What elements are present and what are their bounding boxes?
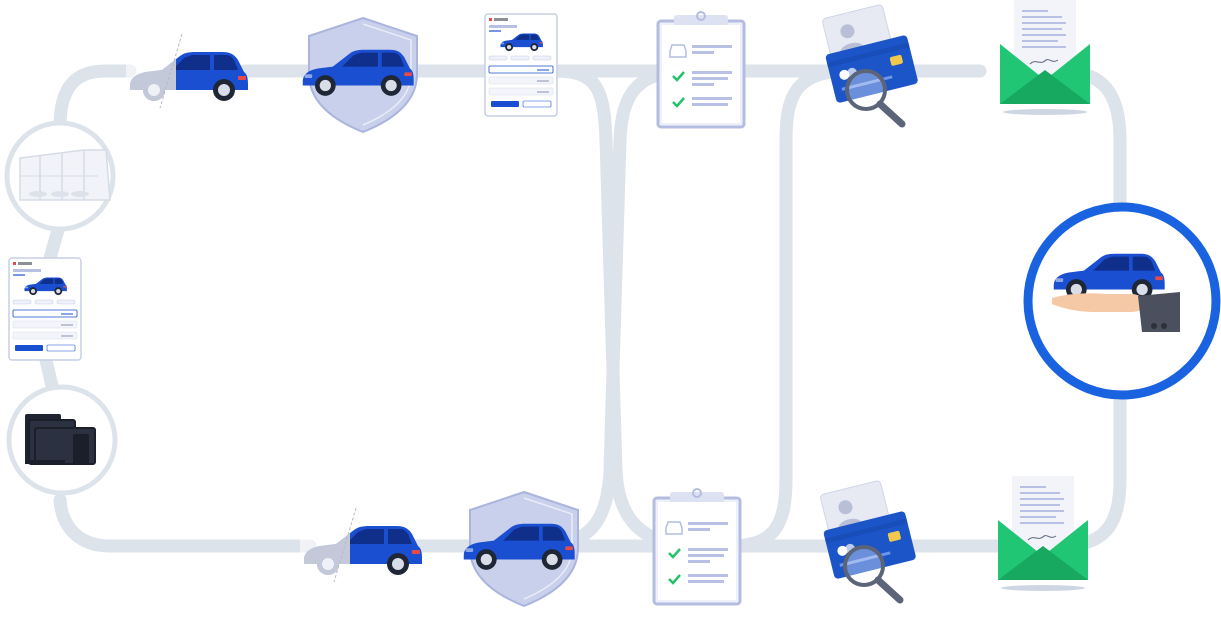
checklist-top bbox=[656, 10, 746, 129]
website-form-icon bbox=[9, 258, 81, 360]
shield-car-icon bbox=[464, 492, 578, 606]
credit-check-bottom bbox=[820, 480, 917, 600]
car-configurator-icon bbox=[126, 34, 248, 108]
envelope-contract-icon bbox=[999, 0, 1091, 116]
insurance-bottom bbox=[464, 492, 578, 606]
website-form-node bbox=[9, 258, 81, 360]
car-configurator-bottom bbox=[300, 508, 422, 582]
clipboard-checklist-icon bbox=[656, 10, 746, 129]
dealership-building-icon bbox=[19, 149, 111, 201]
clipboard-checklist-icon bbox=[652, 487, 742, 606]
shield-car-icon bbox=[303, 18, 417, 132]
car-configurator-top bbox=[126, 34, 248, 108]
credit-check-top bbox=[822, 4, 919, 124]
handover-node bbox=[1023, 202, 1221, 400]
track-lines bbox=[39, 64, 1127, 553]
credit-card-check-icon bbox=[820, 480, 917, 600]
envelope-contract-icon bbox=[997, 475, 1089, 592]
devices-node bbox=[6, 384, 118, 496]
contract-bottom bbox=[997, 475, 1089, 592]
contract-top bbox=[999, 0, 1091, 116]
quote-form-top bbox=[485, 14, 557, 116]
dealership-node bbox=[4, 120, 116, 232]
car-configurator-icon bbox=[300, 508, 422, 582]
credit-card-check-icon bbox=[822, 4, 919, 124]
quote-form-icon bbox=[485, 14, 557, 116]
insurance-top bbox=[303, 18, 417, 132]
checklist-bottom bbox=[652, 487, 742, 606]
